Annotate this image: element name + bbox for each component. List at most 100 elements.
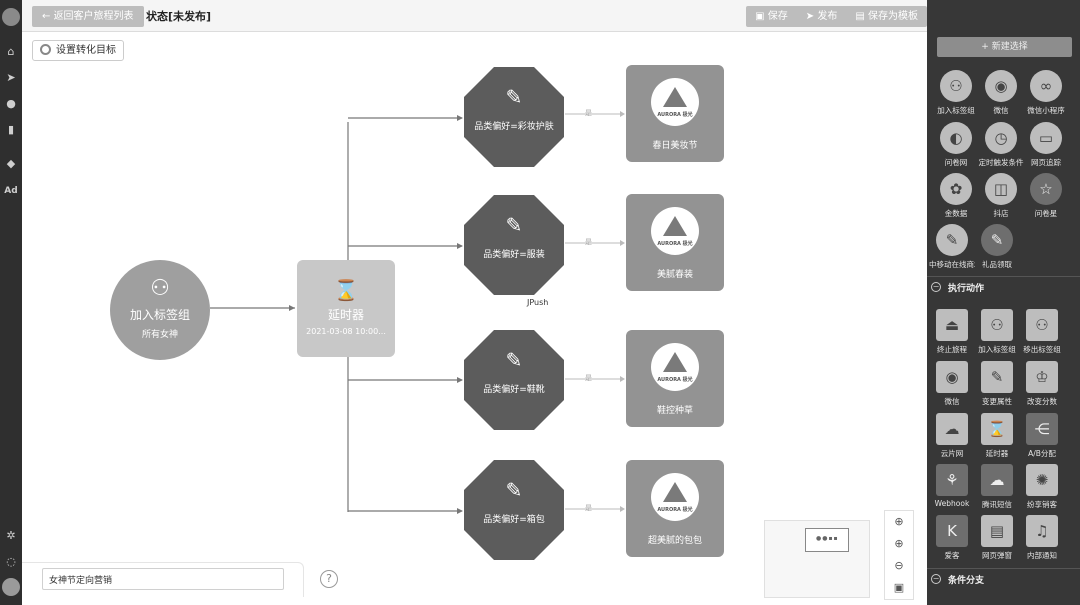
- delay-node-title: 延时器: [327, 308, 364, 322]
- delay-node-subtitle: 2021-03-08 10:00...: [306, 327, 386, 336]
- settings-icon[interactable]: ✲: [6, 529, 16, 542]
- goal-label: 设置转化目标: [56, 45, 116, 56]
- toolbar-actions: ▣ 保存 ➤ 发布 ▤ 保存为模板: [746, 6, 927, 27]
- flow-canvas[interactable]: 设置转化目标: [22, 32, 927, 605]
- trigger-douyin-shop[interactable]: ◫抖店: [978, 173, 1024, 219]
- minimap-viewport[interactable]: ●●▪▪: [805, 528, 849, 552]
- user-avatar[interactable]: [2, 578, 20, 596]
- start-node-subtitle: 所有女神: [141, 330, 178, 340]
- delay-node[interactable]: ⌛ 延时器 2021-03-08 10:00...: [297, 260, 395, 357]
- edit-icon: ✎: [505, 85, 523, 109]
- action-wechat[interactable]: ◉微信: [929, 361, 975, 407]
- home-icon[interactable]: ⌂: [7, 45, 15, 58]
- trigger-jinshuju[interactable]: ✿金数据: [933, 173, 979, 219]
- condition-node[interactable]: ✎ 品类偏好=服装: [464, 195, 564, 295]
- send-icon[interactable]: ➤: [6, 71, 16, 84]
- trigger-web-tracking[interactable]: ▭网页追踪: [1023, 122, 1069, 168]
- fit-view-icon[interactable]: ▣: [893, 581, 905, 594]
- publish-button[interactable]: ➤ 发布: [797, 6, 847, 27]
- back-label: 返回客户旅程列表: [53, 11, 134, 22]
- cloud-icon: ☁: [981, 464, 1013, 496]
- add-user-icon: ⚇: [150, 276, 170, 301]
- chat-icon[interactable]: ◌: [6, 555, 16, 568]
- action-web-popup[interactable]: ▤网页弹窗: [974, 515, 1020, 561]
- action-tencent-sms[interactable]: ☁腾讯短信: [974, 464, 1020, 510]
- trigger-cmcc-mall[interactable]: ✎中移动在线商城: [929, 224, 975, 270]
- ad-icon[interactable]: Ad: [4, 186, 18, 196]
- help-icon[interactable]: ?: [320, 570, 338, 588]
- start-node-title: 加入标签组: [129, 308, 190, 322]
- component-panel: + 新建选择 ⚇加入标签组 ◉微信 ∞微信小程序 ◐问卷网 ◷定时触发条件 ▭网…: [927, 0, 1080, 605]
- split-icon: ⋲: [1026, 413, 1058, 445]
- arrow-cond-2: [457, 243, 463, 249]
- action-internal-notify[interactable]: ♫内部通知: [1019, 515, 1065, 561]
- action-node[interactable]: AURORA 极光 春日美妆节: [626, 65, 724, 162]
- save-icon: ▣: [755, 11, 765, 22]
- condition-node[interactable]: ✎ 品类偏好=鞋靴: [464, 330, 564, 430]
- app-logo[interactable]: [2, 8, 20, 26]
- trigger-scheduled[interactable]: ◷定时触发条件: [978, 122, 1024, 168]
- fxiaoke-icon: ✺: [1026, 464, 1058, 496]
- action-change-attribute[interactable]: ✎变更属性: [974, 361, 1020, 407]
- popup-icon: ▤: [981, 515, 1013, 547]
- add-user-icon: ⚇: [981, 309, 1013, 341]
- start-node[interactable]: ⚇ 加入标签组 所有女神: [110, 260, 210, 360]
- zoom-out-icon[interactable]: ⊖: [894, 559, 904, 572]
- trigger-mini-program[interactable]: ∞微信小程序: [1023, 70, 1069, 116]
- user-icon[interactable]: ●: [6, 97, 16, 110]
- survey-icon: ◐: [940, 122, 972, 154]
- bell-icon: ♫: [1026, 515, 1058, 547]
- action-ab-split[interactable]: ⋲A/B分配: [1019, 413, 1065, 459]
- action-fxiaoke[interactable]: ✺纷享销客: [1019, 464, 1065, 510]
- new-selection-button[interactable]: + 新建选择: [937, 37, 1072, 57]
- action-node[interactable]: AURORA 极光 美腻春装: [626, 194, 724, 291]
- trigger-wjx[interactable]: ☆问卷星: [1023, 173, 1069, 219]
- minimap[interactable]: ●●▪▪: [764, 520, 870, 598]
- action-label: 鞋控种草: [656, 406, 693, 416]
- action-change-score[interactable]: ♔改变分数: [1019, 361, 1065, 407]
- zoom-in-icon[interactable]: ⊕: [894, 537, 904, 550]
- back-to-list-button[interactable]: ← 返回客户旅程列表: [32, 6, 144, 27]
- chart-icon[interactable]: ▮: [7, 123, 15, 136]
- k-icon: K: [936, 515, 968, 547]
- trigger-add-tag-group[interactable]: ⚇加入标签组: [933, 70, 979, 116]
- condition-label: 品类偏好=服装: [483, 250, 545, 260]
- section-conditions-header[interactable]: −条件分支: [927, 568, 1080, 588]
- action-delay[interactable]: ⌛延时器: [974, 413, 1020, 459]
- edit-icon: ✎: [505, 213, 523, 237]
- locate-icon[interactable]: ⊕: [894, 515, 904, 528]
- action-yunpian[interactable]: ☁云片网: [929, 413, 975, 459]
- set-conversion-goal-button[interactable]: 设置转化目标: [32, 40, 124, 61]
- wechat-icon[interactable]: ◆: [6, 157, 16, 170]
- wechat-icon: ◉: [985, 70, 1017, 102]
- action-node[interactable]: AURORA 极光 超美腻的包包: [626, 460, 724, 557]
- publish-label: 发布: [817, 11, 838, 22]
- action-remove-tag-group[interactable]: ⚇移出标签组: [1019, 309, 1065, 355]
- action-add-tag-group[interactable]: ⚇加入标签组: [974, 309, 1020, 355]
- condition-node[interactable]: ✎ 品类偏好=彩妆护肤: [464, 67, 564, 167]
- aurora-logo: AURORA 极光: [651, 207, 699, 255]
- save-button[interactable]: ▣ 保存: [746, 6, 797, 27]
- action-node[interactable]: AURORA 极光 鞋控种草: [626, 330, 724, 427]
- action-end-journey[interactable]: ⏏终止旅程: [929, 309, 975, 355]
- save-as-template-button[interactable]: ▤ 保存为模板: [846, 6, 927, 27]
- condition-label: 品类偏好=彩妆护肤: [474, 122, 554, 132]
- eject-icon: ⏏: [936, 309, 968, 341]
- journey-status: 状态[未发布]: [146, 10, 212, 23]
- collapse-icon: −: [931, 574, 941, 584]
- leaf-icon: ✿: [940, 173, 972, 205]
- edge-label-yes: 是: [585, 109, 592, 117]
- edit-icon: ✎: [505, 348, 523, 372]
- action-webhook[interactable]: ⚘Webhook: [929, 464, 975, 508]
- aurora-logo: AURORA 极光: [651, 78, 699, 126]
- wrench-icon: ✎: [981, 224, 1013, 256]
- condition-node[interactable]: ✎ 品类偏好=箱包: [464, 460, 564, 560]
- branch-note: JPush: [527, 298, 549, 307]
- trigger-wenjuan[interactable]: ◐问卷网: [933, 122, 979, 168]
- journey-name-input[interactable]: [42, 568, 284, 590]
- trigger-wechat[interactable]: ◉微信: [978, 70, 1024, 116]
- trigger-gift[interactable]: ✎礼品领取: [974, 224, 1020, 270]
- section-actions-header[interactable]: −执行动作: [927, 276, 1080, 296]
